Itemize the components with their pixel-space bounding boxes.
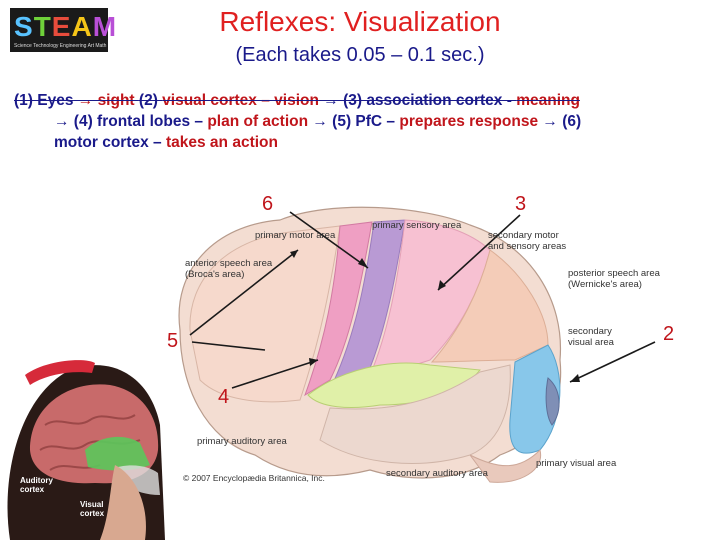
label-line: secondary	[568, 326, 612, 337]
arrow-two	[570, 342, 655, 382]
label-secondary-auditory: secondary auditory area	[386, 468, 488, 479]
arrowhead-two	[570, 374, 580, 382]
callout-four: 4	[218, 386, 229, 409]
label-line: and sensory areas	[488, 241, 566, 252]
label-primary-motor: primary motor area	[255, 230, 335, 241]
copyright-text: © 2007 Encyclopædia Britannica, Inc.	[183, 473, 325, 484]
label-primary-sensory: primary sensory area	[372, 220, 461, 231]
label-line: (Wernicke's area)	[568, 279, 642, 290]
callout-three: 3	[515, 193, 526, 216]
label-line: (Broca's area)	[185, 269, 244, 280]
callout-two: 2	[663, 323, 674, 346]
label-line: cortex	[20, 485, 44, 494]
label-posterior-speech: posterior speech area(Wernicke's area)	[568, 268, 660, 290]
label-anterior-speech: anterior speech area(Broca's area)	[185, 258, 272, 280]
label-line: Auditory	[20, 476, 53, 485]
label-primary-auditory: primary auditory area	[197, 436, 287, 447]
label-primary-visual: primary visual area	[536, 458, 616, 469]
label-line: anterior speech area	[185, 258, 272, 269]
callout-six: 6	[262, 193, 273, 216]
label-line: cortex	[80, 509, 104, 518]
label-line: posterior speech area	[568, 268, 660, 279]
label-line: visual area	[568, 337, 614, 348]
label-line: secondary motor	[488, 230, 559, 241]
label-line: Visual	[80, 500, 103, 509]
callout-five: 5	[167, 330, 178, 353]
